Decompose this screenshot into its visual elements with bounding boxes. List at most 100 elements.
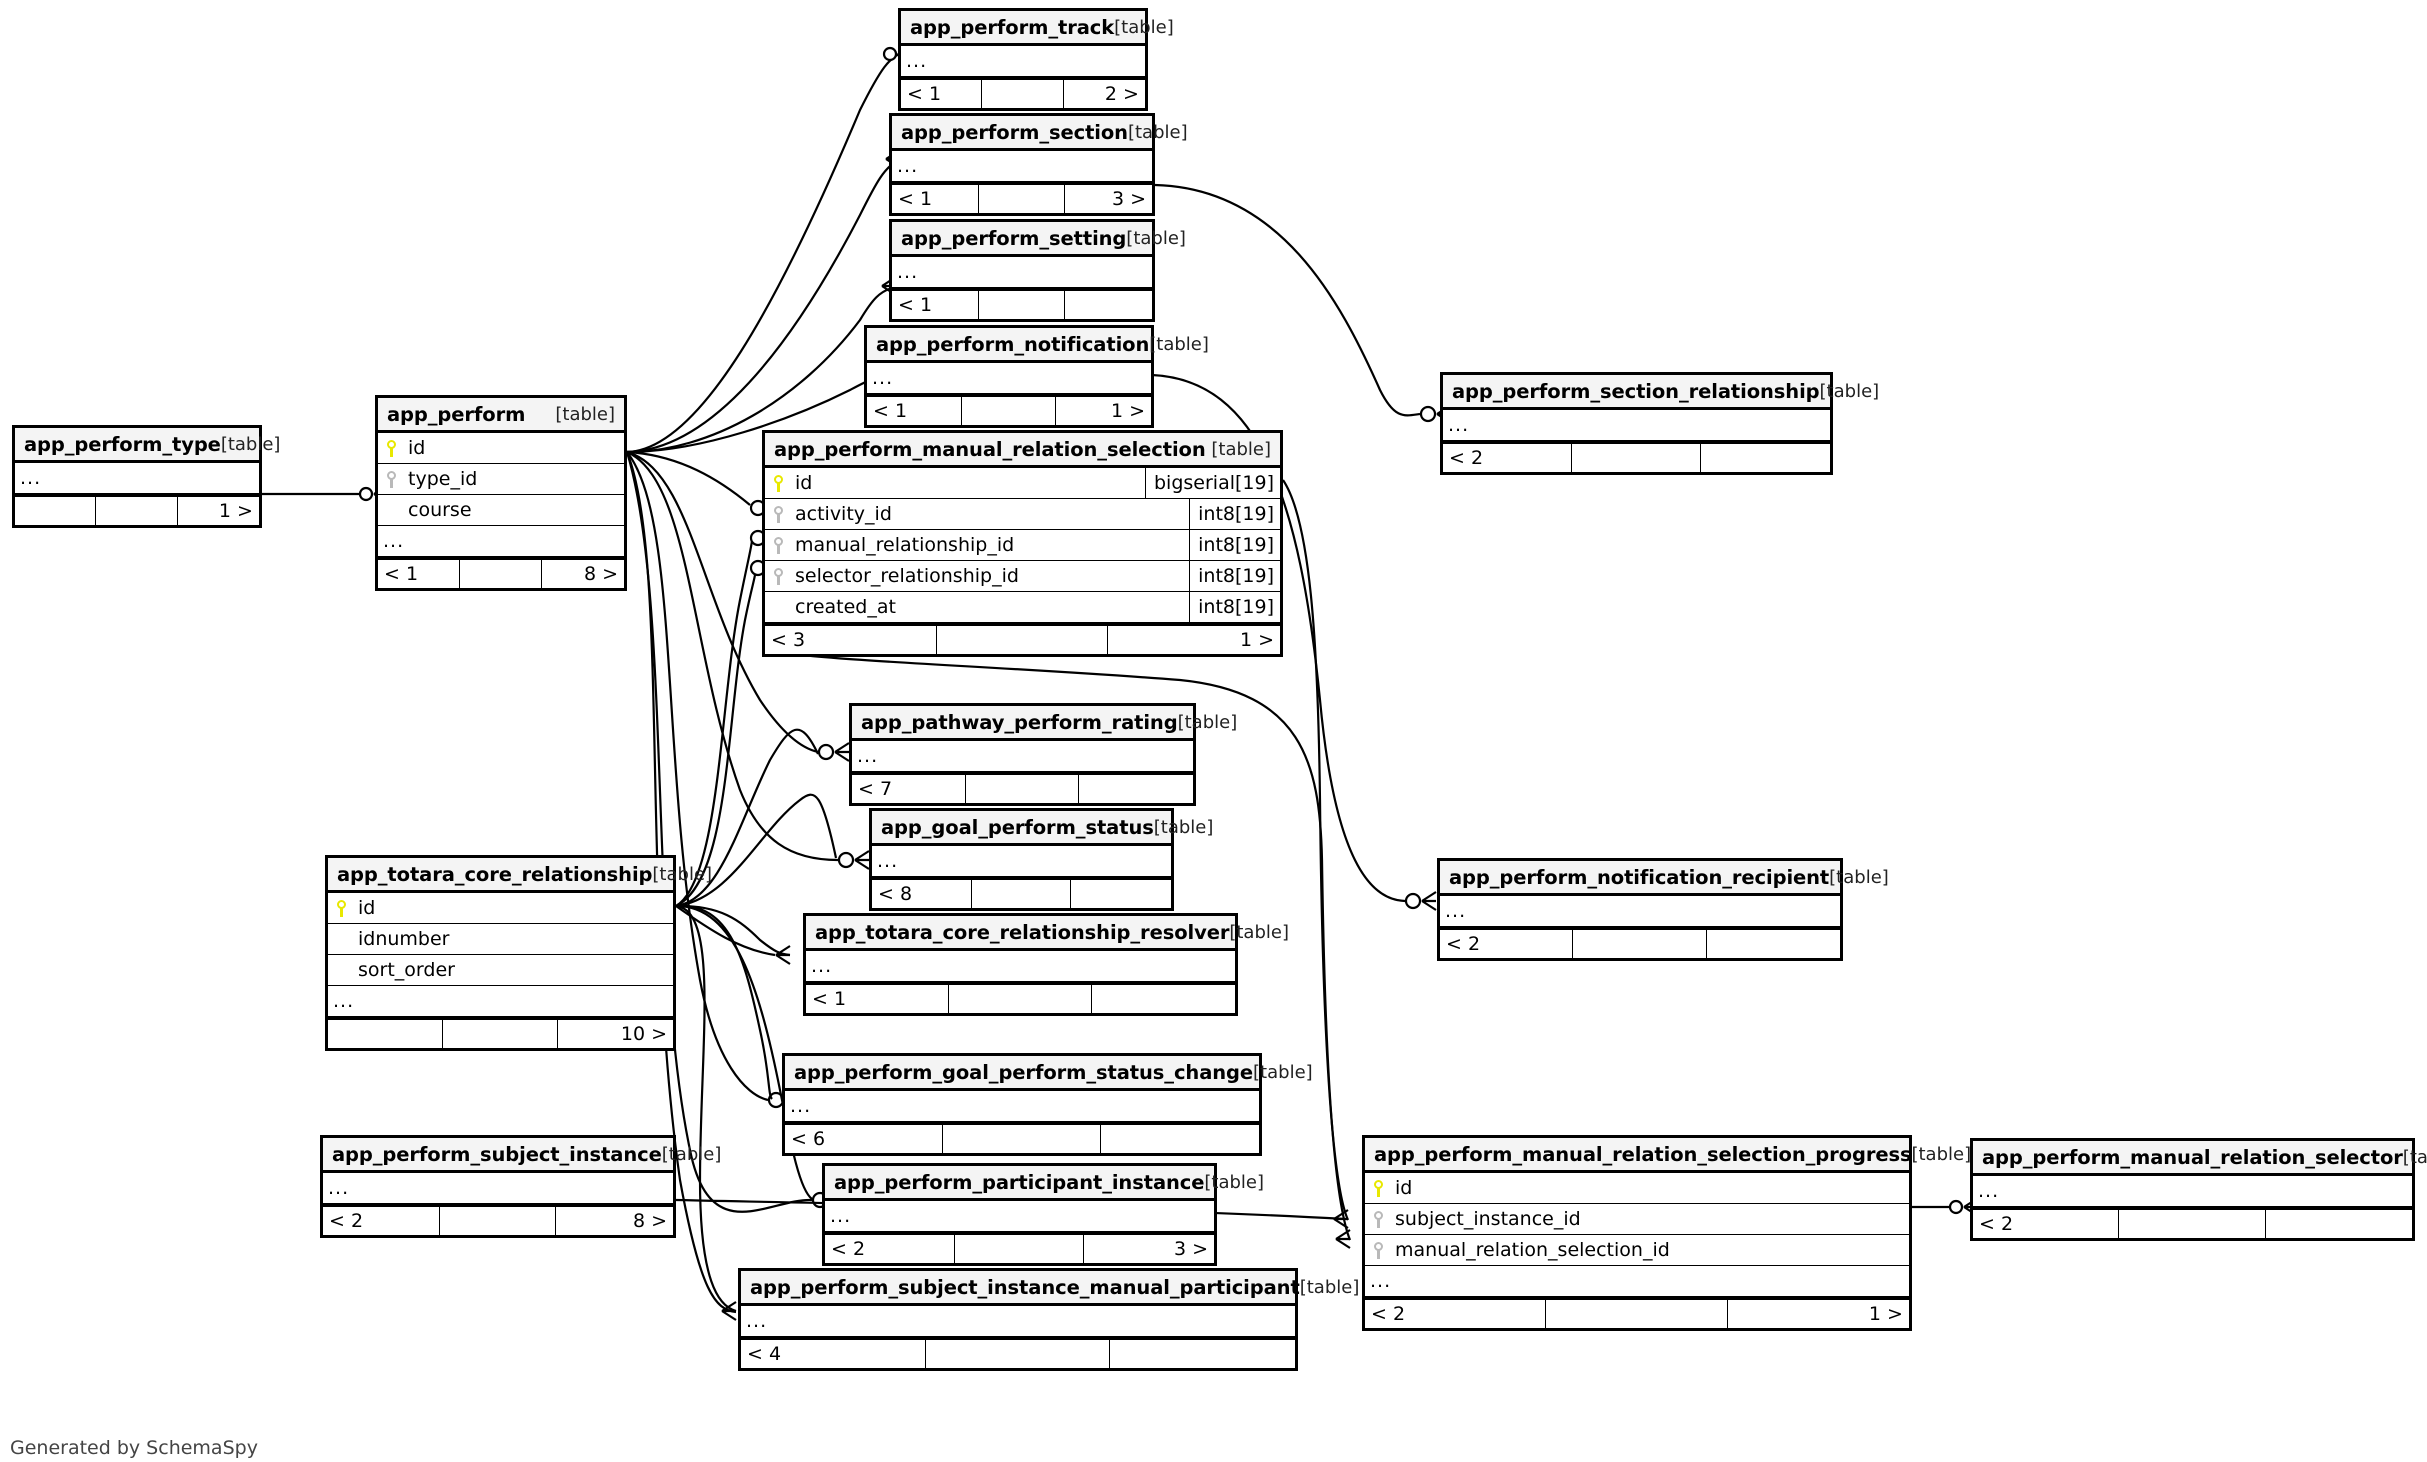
table-column-manual_relationship_id: manual_relationship_id int8[19] bbox=[765, 530, 1280, 561]
table-column-id: id bbox=[378, 433, 624, 464]
footer-right: 8 > bbox=[632, 1210, 668, 1232]
table-header: app_perform_track [table] bbox=[901, 11, 1174, 46]
table-column-ellipsis: ... bbox=[825, 1201, 1214, 1233]
footer-right bbox=[1071, 880, 1171, 908]
table-footer: < 7 bbox=[852, 773, 1193, 803]
table-app_perform_notification_recipient[interactable]: app_perform_notification_recipient [tabl… bbox=[1437, 858, 1889, 961]
foreign-key-icon bbox=[1365, 1241, 1391, 1259]
table-name: app_perform_subject_instance bbox=[332, 1142, 662, 1166]
footer-right bbox=[1092, 985, 1235, 1013]
table-app_perform_subject_instance[interactable]: app_perform_subject_instance [table] ...… bbox=[320, 1135, 721, 1238]
table-app_perform_goal_perform_status_change[interactable]: app_perform_goal_perform_status_change [… bbox=[782, 1053, 1313, 1156]
primary-key-icon bbox=[765, 474, 791, 492]
table-header: app_perform_manual_relation_selector [ta… bbox=[1973, 1141, 2427, 1176]
footer-mid bbox=[966, 775, 1080, 803]
table-app_perform[interactable]: app_perform [table] id type_id course ..… bbox=[375, 395, 627, 591]
table-app_perform_manual_relation_selection_progress[interactable]: app_perform_manual_relation_selection_pr… bbox=[1362, 1135, 1971, 1331]
table-column-course: course bbox=[378, 495, 624, 526]
footer-mid bbox=[926, 1340, 1111, 1368]
table-app_perform_subject_instance_manual_participant[interactable]: app_perform_subject_instance_manual_part… bbox=[738, 1268, 1359, 1371]
footer-mid bbox=[979, 185, 1066, 213]
table-footer: < 8 bbox=[872, 878, 1171, 908]
table-column-created_at: created_at int8[19] bbox=[765, 592, 1280, 624]
table-tag: [table] bbox=[220, 433, 281, 455]
table-footer: 1 > bbox=[15, 495, 259, 525]
table-app_perform_notification[interactable]: app_perform_notification [table] ... < 1… bbox=[864, 325, 1209, 428]
table-app_perform_setting[interactable]: app_perform_setting [table] ... < 1 bbox=[889, 219, 1186, 322]
table-header: app_perform_subject_instance_manual_part… bbox=[741, 1271, 1359, 1306]
table-app_perform_section_relationship[interactable]: app_perform_section_relationship [table]… bbox=[1440, 372, 1879, 475]
foreign-key-icon bbox=[765, 505, 791, 523]
table-column-idnumber: idnumber bbox=[328, 924, 673, 955]
footer-left: < 4 bbox=[741, 1340, 926, 1368]
table-footer: < 1 8 > bbox=[378, 558, 624, 588]
table-footer: < 2 bbox=[1443, 442, 1830, 472]
footer-mid bbox=[443, 1020, 558, 1048]
table-app_totara_core_relationship[interactable]: app_totara_core_relationship [table] id … bbox=[325, 855, 712, 1051]
column-name: manual_relationship_id bbox=[795, 534, 1015, 556]
table-tag: [table] bbox=[1114, 16, 1174, 38]
table-app_totara_core_relationship_resolver[interactable]: app_totara_core_relationship_resolver [t… bbox=[803, 913, 1289, 1016]
column-name: activity_id bbox=[795, 503, 892, 525]
table-header: app_perform_notification [table] bbox=[867, 328, 1209, 363]
footer-mid bbox=[1573, 930, 1707, 958]
table-name: app_perform_goal_perform_status_change bbox=[794, 1060, 1254, 1084]
footer-right: 3 > bbox=[1173, 1238, 1209, 1260]
primary-key-icon bbox=[378, 439, 404, 457]
column-name: id bbox=[358, 897, 376, 919]
table-tag: [table] bbox=[661, 1143, 722, 1165]
foreign-key-icon bbox=[1365, 1210, 1391, 1228]
table-column-subject_instance_id: subject_instance_id bbox=[1365, 1204, 1909, 1235]
table-name: app_perform_type bbox=[24, 432, 221, 456]
footer-left: < 1 bbox=[867, 397, 962, 425]
table-app_perform_participant_instance[interactable]: app_perform_participant_instance [table]… bbox=[822, 1163, 1264, 1266]
table-header: app_totara_core_relationship [table] bbox=[328, 858, 712, 893]
footer-left: < 1 bbox=[892, 291, 979, 319]
table-footer: < 2 1 > bbox=[1365, 1298, 1909, 1328]
footer-right bbox=[2266, 1210, 2412, 1238]
footer-right: 3 > bbox=[1111, 188, 1147, 210]
table-column-selector_relationship_id: selector_relationship_id int8[19] bbox=[765, 561, 1280, 592]
footer-left: < 6 bbox=[785, 1125, 943, 1153]
table-column-ellipsis: ... bbox=[328, 986, 673, 1018]
table-tag: [table] bbox=[1149, 333, 1209, 355]
table-app_perform_manual_relation_selection[interactable]: app_perform_manual_relation_selection [t… bbox=[762, 430, 1283, 657]
table-app_perform_type[interactable]: app_perform_type [table] ... 1 > bbox=[12, 425, 280, 528]
footer-left: < 1 bbox=[378, 560, 460, 588]
table-header: app_perform_section_relationship [table] bbox=[1443, 375, 1879, 410]
footer-mid bbox=[96, 497, 178, 525]
table-column-id: id bbox=[328, 893, 673, 924]
footer-mid bbox=[943, 1125, 1101, 1153]
foreign-key-icon bbox=[765, 536, 791, 554]
footer-right: 1 > bbox=[1239, 629, 1275, 651]
table-column-ellipsis: ... bbox=[806, 951, 1235, 983]
table-header: app_pathway_perform_rating [table] bbox=[852, 706, 1237, 741]
table-name: app_perform_participant_instance bbox=[834, 1170, 1205, 1194]
table-column-ellipsis: ... bbox=[1365, 1266, 1909, 1298]
table-footer: < 3 1 > bbox=[765, 624, 1280, 654]
table-app_perform_manual_relation_selector[interactable]: app_perform_manual_relation_selector [ta… bbox=[1970, 1138, 2427, 1241]
table-tag: [table] bbox=[1253, 1061, 1313, 1083]
table-header: app_perform_notification_recipient [tabl… bbox=[1440, 861, 1889, 896]
table-app_pathway_perform_rating[interactable]: app_pathway_perform_rating [table] ... <… bbox=[849, 703, 1237, 806]
column-type: bigserial[19] bbox=[1144, 468, 1280, 498]
table-app_perform_track[interactable]: app_perform_track [table] ... < 1 2 > bbox=[898, 8, 1174, 111]
table-header: app_perform_section [table] bbox=[892, 116, 1188, 151]
column-type: int8[19] bbox=[1189, 530, 1280, 560]
table-name: app_perform_manual_relation_selection bbox=[774, 437, 1206, 461]
footer-mid bbox=[1546, 1300, 1728, 1328]
column-type: int8[19] bbox=[1189, 499, 1280, 529]
table-tag: [table] bbox=[1819, 380, 1880, 402]
table-name: app_perform_section bbox=[901, 120, 1128, 144]
footer-right: 2 > bbox=[1104, 83, 1139, 105]
table-header: app_perform_setting [table] bbox=[892, 222, 1186, 257]
table-header: app_perform_participant_instance [table] bbox=[825, 1166, 1264, 1201]
footer-right: 1 > bbox=[1110, 400, 1146, 422]
table-app_goal_perform_status[interactable]: app_goal_perform_status [table] ... < 8 bbox=[869, 808, 1213, 911]
table-column-activity_id: activity_id int8[19] bbox=[765, 499, 1280, 530]
table-column-id: id bbox=[1365, 1173, 1909, 1204]
table-app_perform_section[interactable]: app_perform_section [table] ... < 1 3 > bbox=[889, 113, 1188, 216]
column-name: course bbox=[408, 499, 472, 521]
footer-right: 10 > bbox=[620, 1023, 667, 1045]
footer-right: 1 > bbox=[218, 500, 253, 522]
